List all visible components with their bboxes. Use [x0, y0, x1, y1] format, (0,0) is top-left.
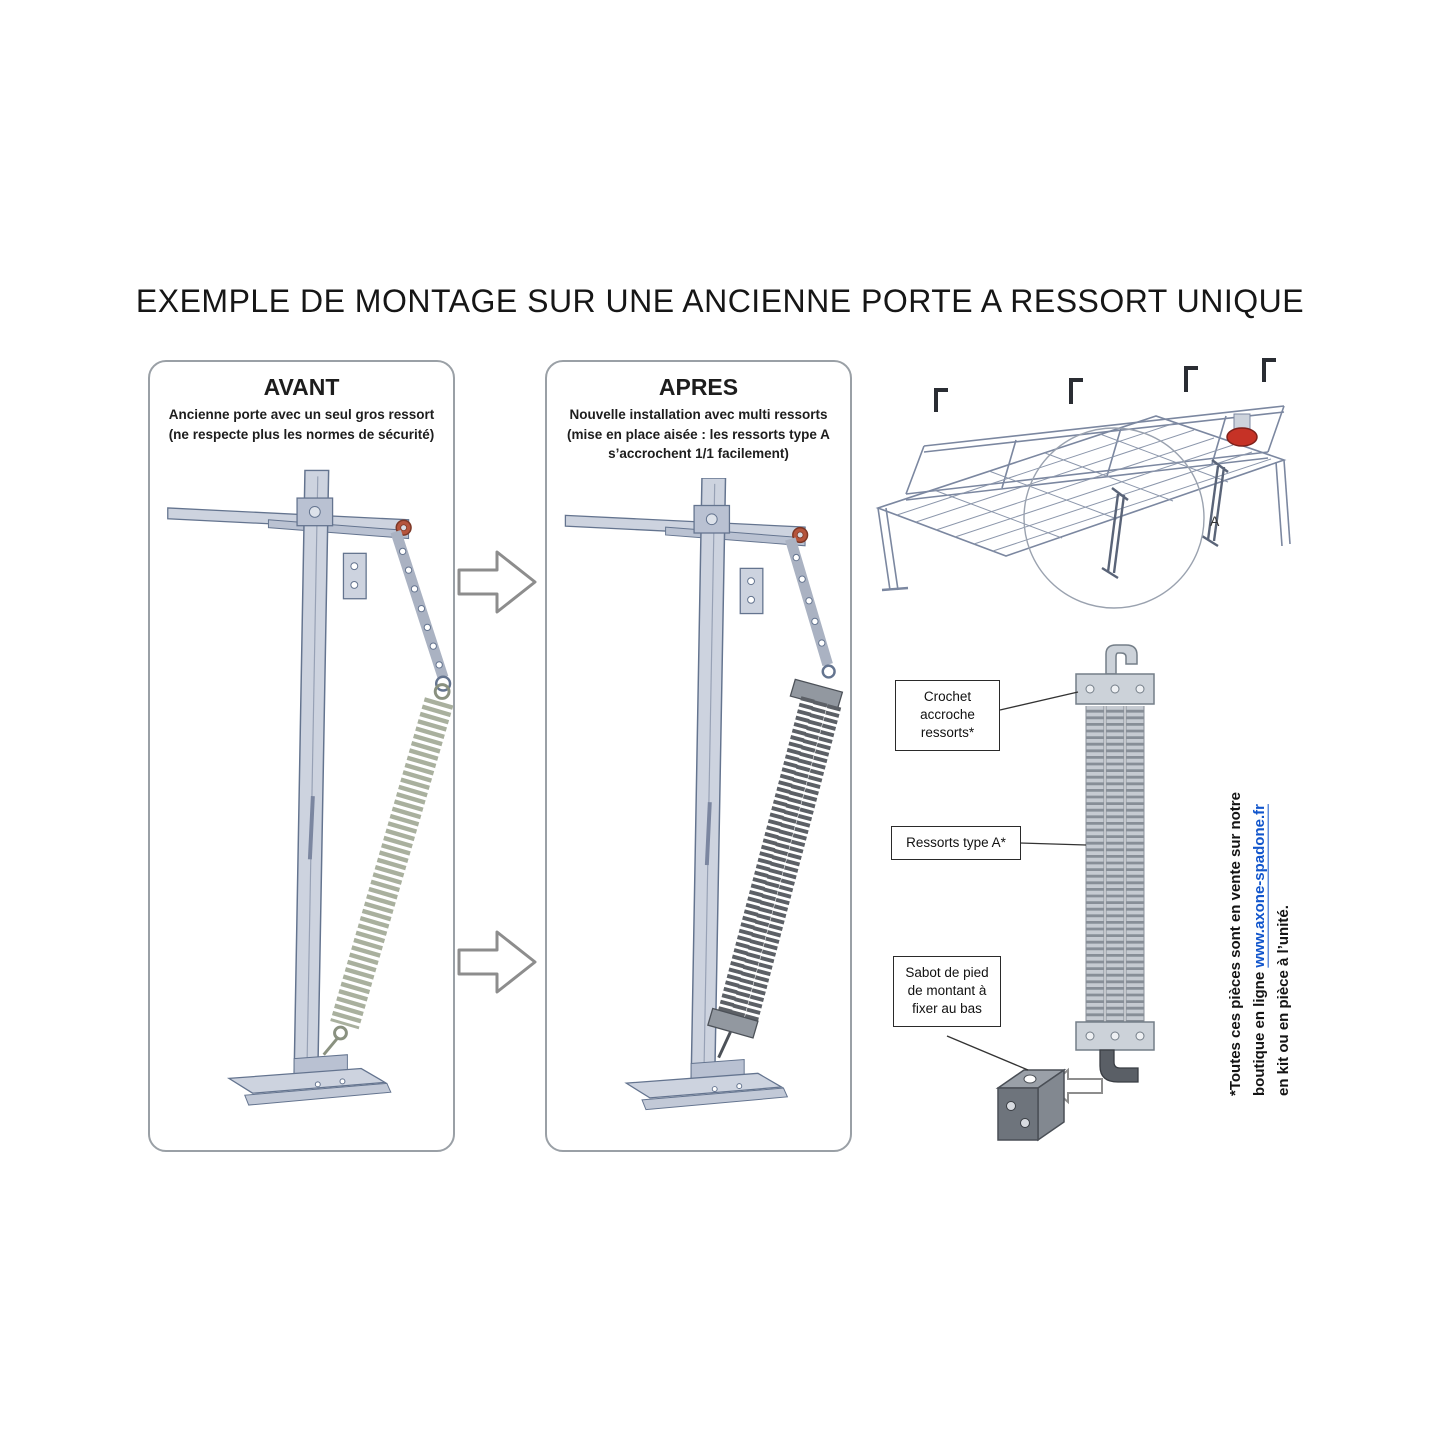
panel-after-subtitle-line1: Nouvelle installation avec multi ressort… — [569, 407, 828, 422]
pivot-bracket — [296, 497, 334, 527]
wall-bracket — [342, 552, 367, 600]
panel-before-heading: AVANT — [263, 374, 340, 400]
multi-springs — [707, 678, 844, 1059]
panel-before: AVANT Ancienne porte avec un seul gros r… — [148, 360, 455, 1152]
shop-note-line1: *Toutes ces pièces sont en vente sur not… — [1227, 792, 1244, 1096]
sabot-bracket-drawing — [995, 1067, 1103, 1142]
top-hook-icon — [1105, 644, 1138, 675]
arrow-right-icon — [457, 930, 537, 994]
panel-after-subtitle-line2: (mise en place aisée : les ressorts type… — [567, 426, 830, 442]
multi-spring-door-drawing — [564, 478, 844, 1111]
frame-posts — [877, 459, 1291, 592]
arrow-right-icon — [457, 550, 537, 614]
shop-note-line2-prefix: boutique en ligne — [1251, 967, 1268, 1096]
motor-cap — [1226, 413, 1258, 447]
bottom-hook-icon — [1099, 1049, 1139, 1083]
door-rail — [293, 469, 330, 1078]
sabot-label-box: Sabot de pied de montant à fixer au bas — [893, 956, 1001, 1027]
type-a-springs — [1085, 706, 1145, 1022]
panel-before-subtitle-line1: Ancienne porte avec un seul gros ressort — [168, 407, 435, 422]
page-title: EXEMPLE DE MONTAGE SUR UNE ANCIENNE PORT… — [135, 283, 1305, 319]
wall-bracket — [739, 567, 764, 615]
panel-before-subtitle-line2: (ne respecte plus les normes de sécurité… — [168, 426, 435, 442]
panel-before-subtitle: Ancienne porte avec un seul gros ressort… — [150, 405, 453, 444]
rail-foot — [624, 1059, 789, 1111]
panel-after-heading: APRES — [658, 374, 739, 400]
hook-label-box: Crochet accroche ressorts* — [895, 680, 1000, 751]
sabot-bracket — [995, 1068, 1067, 1142]
springs-label-box: Ressorts type A* — [891, 826, 1021, 861]
hanging-springs — [1101, 459, 1229, 580]
rail-foot — [226, 1054, 392, 1106]
door-panel-grid — [875, 415, 1287, 557]
spring-assembly-drawing — [1075, 644, 1155, 1083]
shop-note-line2: boutique en ligne www.axone-spadone.fr — [1248, 684, 1272, 1096]
panel-after: APRES Nouvelle installation avec multi r… — [545, 360, 852, 1152]
door-rail — [690, 478, 727, 1082]
garage-door-overview-drawing: A — [875, 358, 1291, 609]
single-spring-door-drawing — [167, 469, 453, 1106]
perforated-strap — [785, 537, 836, 679]
shop-note-line3: en kit ou en pièce à l’unité. — [1275, 905, 1292, 1096]
detail-circle — [1023, 427, 1205, 609]
ceiling-hook-icons — [934, 358, 1276, 412]
detail-marker-label: A — [1210, 513, 1220, 529]
shop-link[interactable]: www.axone-spadone.fr — [1251, 804, 1268, 968]
pivot-bracket — [693, 504, 731, 534]
shop-note: *Toutes ces pièces sont en vente sur not… — [1224, 684, 1302, 1096]
ceiling-rails — [905, 405, 1285, 501]
roller — [792, 526, 809, 544]
single-spring — [322, 683, 453, 1056]
perforated-strap — [390, 529, 452, 692]
panel-after-subtitle-line3: s’accrochent 1/1 facilement) — [608, 446, 789, 462]
panel-after-subtitle: Nouvelle installation avec multi ressort… — [547, 405, 850, 464]
